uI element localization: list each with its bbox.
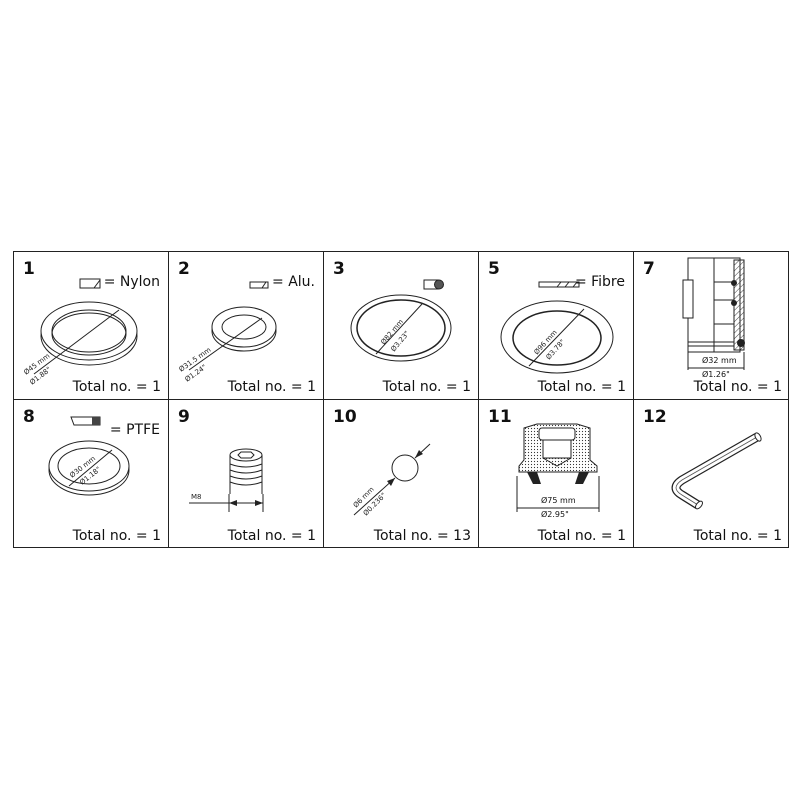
total-count: Total no. = 1 <box>382 379 471 395</box>
total-count: Total no. = 1 <box>72 528 161 544</box>
part-number: 8 <box>23 407 35 427</box>
o-ring-drawing: Ø82 mm Ø3.23" <box>350 279 452 362</box>
total-count: Total no. = 1 <box>227 379 316 395</box>
total-count: Total no. = 13 <box>373 528 471 544</box>
part-cell-7: 7 Ø32 mm Ø1.26" Total no. = 1 <box>634 252 789 400</box>
ptfe-ring-drawing: Ø30 mm Ø1.18" <box>48 416 130 496</box>
part-cell-2: 2 Ø31.5 mm Ø1.24" = Alu. Total no. = 1 <box>169 252 324 400</box>
part-cell-1: 1 Ø45 mm Ø1.88" = Nylon Total no. = 1 <box>14 252 169 400</box>
total-count: Total no. = 1 <box>693 379 782 395</box>
total-count: Total no. = 1 <box>693 528 782 544</box>
set-screw-drawing: M8 <box>189 448 264 512</box>
part-cell-11: 11 Ø75 mm Ø2.95" Total no. = 1 <box>479 400 634 548</box>
part-cell-3: 3 Ø82 mm Ø3.23" Total no. = 1 <box>324 252 479 400</box>
material-label: = Fibre <box>574 274 625 290</box>
total-count: Total no. = 1 <box>537 379 626 395</box>
total-count: Total no. = 1 <box>227 528 316 544</box>
part-cell-9: 9 M8 Total no. = 1 <box>169 400 324 548</box>
part-number: 7 <box>643 259 655 279</box>
material-label: = Alu. <box>272 274 315 290</box>
adapter-section-drawing <box>682 257 745 370</box>
part-number: 5 <box>488 259 500 279</box>
total-count: Total no. = 1 <box>537 528 626 544</box>
ball-drawing: Ø6 mm Ø0.236" <box>352 443 431 517</box>
part-number: 2 <box>178 259 190 279</box>
dimension-inch: Ø2.95" <box>541 510 569 519</box>
part-number: 10 <box>333 407 357 427</box>
part-number: 1 <box>23 259 35 279</box>
parts-table: 1 Ø45 mm Ø1.88" = Nylon Total no. = 1 2 … <box>13 251 789 548</box>
part-number: 3 <box>333 259 345 279</box>
alu-ring-drawing: Ø31.5 mm Ø1.24" <box>178 281 277 384</box>
part-cell-8: 8 Ø30 mm Ø1.18" = PTFE Total no. = 1 <box>14 400 169 548</box>
nylon-ring-drawing: Ø45 mm Ø1.88" <box>22 278 138 387</box>
material-label: = Nylon <box>103 274 160 290</box>
material-label: = PTFE <box>109 422 160 438</box>
dimension-mm: Ø75 mm <box>541 496 576 505</box>
hex-key-icon <box>671 432 762 510</box>
total-count: Total no. = 1 <box>72 379 161 395</box>
thread-size-label: M8 <box>191 493 202 501</box>
dimension-inch: Ø1.26" <box>702 370 730 379</box>
part-cell-10: 10 Ø6 mm Ø0.236" Total no. = 13 <box>324 400 479 548</box>
part-cell-12: 12 Total no. = 1 <box>634 400 789 548</box>
fibre-gasket-drawing: Ø96 mm Ø3.78" <box>500 281 614 374</box>
dimension-mm: Ø32 mm <box>702 356 737 365</box>
part-number: 11 <box>488 407 512 427</box>
valve-insert-drawing <box>516 423 600 512</box>
part-cell-5: 5 Ø96 mm Ø3.78" = Fibre Total no. = 1 <box>479 252 634 400</box>
part-number: 12 <box>643 407 667 427</box>
part-number: 9 <box>178 407 190 427</box>
